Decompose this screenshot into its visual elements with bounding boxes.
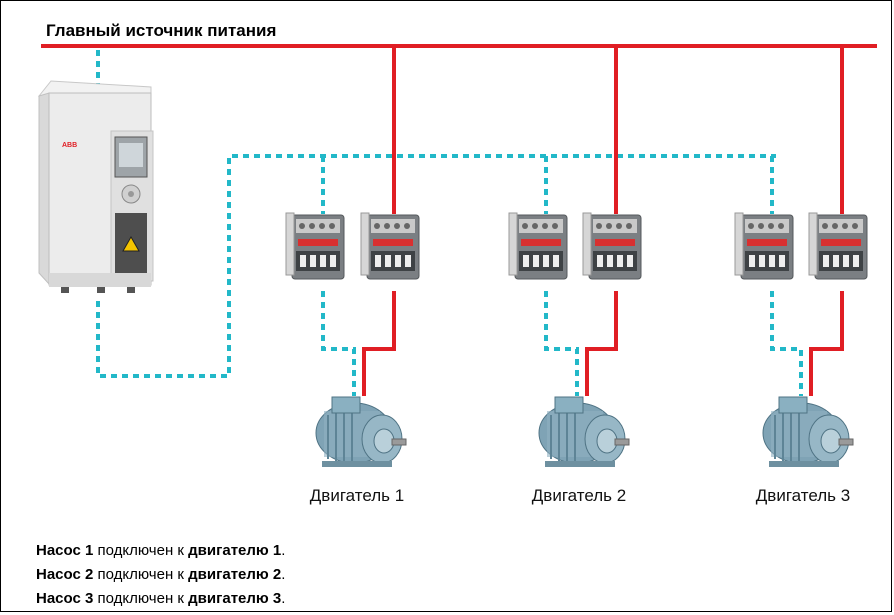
note-motor-2: двигателю 2 xyxy=(188,566,282,583)
contactor-2a xyxy=(508,212,568,280)
contactor-out-ctrl-2 xyxy=(544,291,579,396)
contactor-out-ctrl-1 xyxy=(321,291,356,396)
note-end-2: . xyxy=(281,566,286,583)
contactor-2b xyxy=(582,212,642,280)
motor-3-icon xyxy=(762,396,854,468)
note-motor-3: двигателю 3 xyxy=(188,590,282,607)
motor-label-3: Двигатель 3 xyxy=(755,486,851,505)
note-line-2: Насос 2 подключен к двигателю 2. xyxy=(36,563,285,587)
contactor-3a xyxy=(734,212,794,280)
drive-brand-logo: ABB xyxy=(62,142,77,149)
connection-notes: Насос 1 подключен к двигателю 1. Насос 2… xyxy=(36,539,285,611)
contactor-out-power-3 xyxy=(809,291,844,396)
note-text-2: подключен к xyxy=(93,566,189,583)
contactor-out-power-2 xyxy=(585,291,618,396)
motor-1-icon xyxy=(315,396,407,468)
contactor-1a xyxy=(285,212,345,280)
note-end-3: . xyxy=(281,590,286,607)
contactor-3b xyxy=(808,212,868,280)
note-text-3: подключен к xyxy=(93,590,189,607)
note-text-1: подключен к xyxy=(93,542,189,559)
contactor-1b xyxy=(360,212,420,280)
note-line-1: Насос 1 подключен к двигателю 1. xyxy=(36,539,285,563)
note-end-1: . xyxy=(281,542,286,559)
note-motor-1: двигателю 1 xyxy=(188,542,282,559)
note-line-3: Насос 3 подключен к двигателю 3. xyxy=(36,587,285,611)
note-pump-1: Насос 1 xyxy=(36,542,94,559)
note-pump-2: Насос 2 xyxy=(36,566,94,583)
contactor-out-power-1 xyxy=(362,291,396,396)
frequency-drive: ABB xyxy=(37,80,154,293)
motor-label-1: Двигатель 1 xyxy=(309,486,405,505)
contactor-out-ctrl-3 xyxy=(770,291,803,396)
drive-output-line xyxy=(96,154,776,378)
motor-label-2: Двигатель 2 xyxy=(531,486,627,505)
note-pump-3: Насос 3 xyxy=(36,590,94,607)
main-power-title: Главный источник питания xyxy=(46,21,277,40)
motor-2-icon xyxy=(538,396,630,468)
